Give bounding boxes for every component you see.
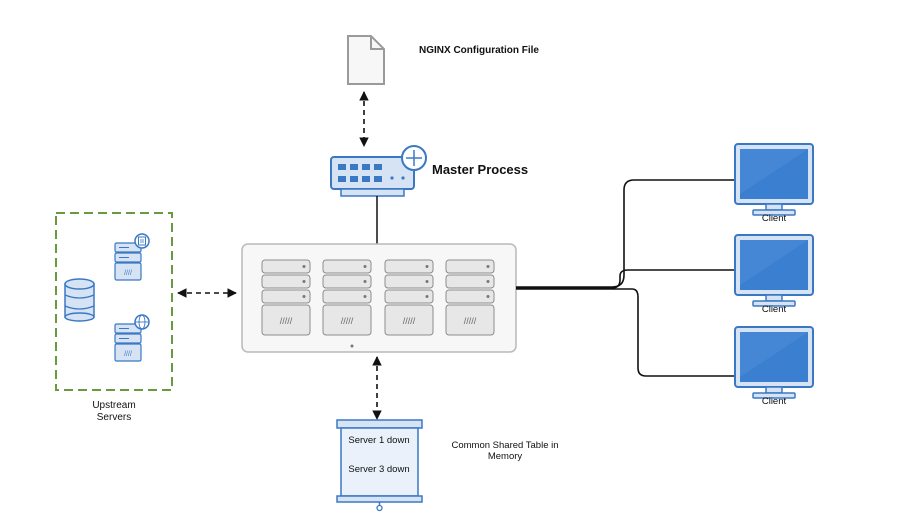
client-label-1: Client: [761, 213, 787, 224]
upstream-servers-label: Upstream Servers: [92, 400, 136, 423]
database-icon: [64, 278, 95, 322]
network-switch-icon: [330, 145, 427, 197]
client-monitor-icon-1: [734, 143, 814, 216]
storage-server-icon: [114, 233, 150, 281]
shared-table-entry-2: Server 3 down: [348, 464, 410, 475]
file-icon: [347, 35, 385, 85]
worker-process-server-2: [322, 259, 372, 336]
config-file-label: NGINX Configuration File: [419, 45, 539, 56]
worker-process-server-4: [445, 259, 495, 336]
shared-table-caption: Common Shared Table in Memory: [451, 440, 559, 462]
worker-process-server-1: [261, 259, 311, 336]
client-connection-lines: [516, 179, 740, 377]
client-monitor-icon-2: [734, 234, 814, 307]
worker-process-server-3: [384, 259, 434, 336]
shared-table-board: [336, 419, 423, 512]
web-server-icon: [114, 314, 150, 362]
client-label-2: Client: [761, 304, 787, 315]
shared-table-entry-1: Server 1 down: [348, 435, 410, 446]
client-monitor-icon-3: [734, 326, 814, 399]
client-label-3: Client: [761, 396, 787, 407]
master-process-label: Master Process: [432, 162, 529, 177]
upstream-servers-group: [55, 212, 173, 391]
